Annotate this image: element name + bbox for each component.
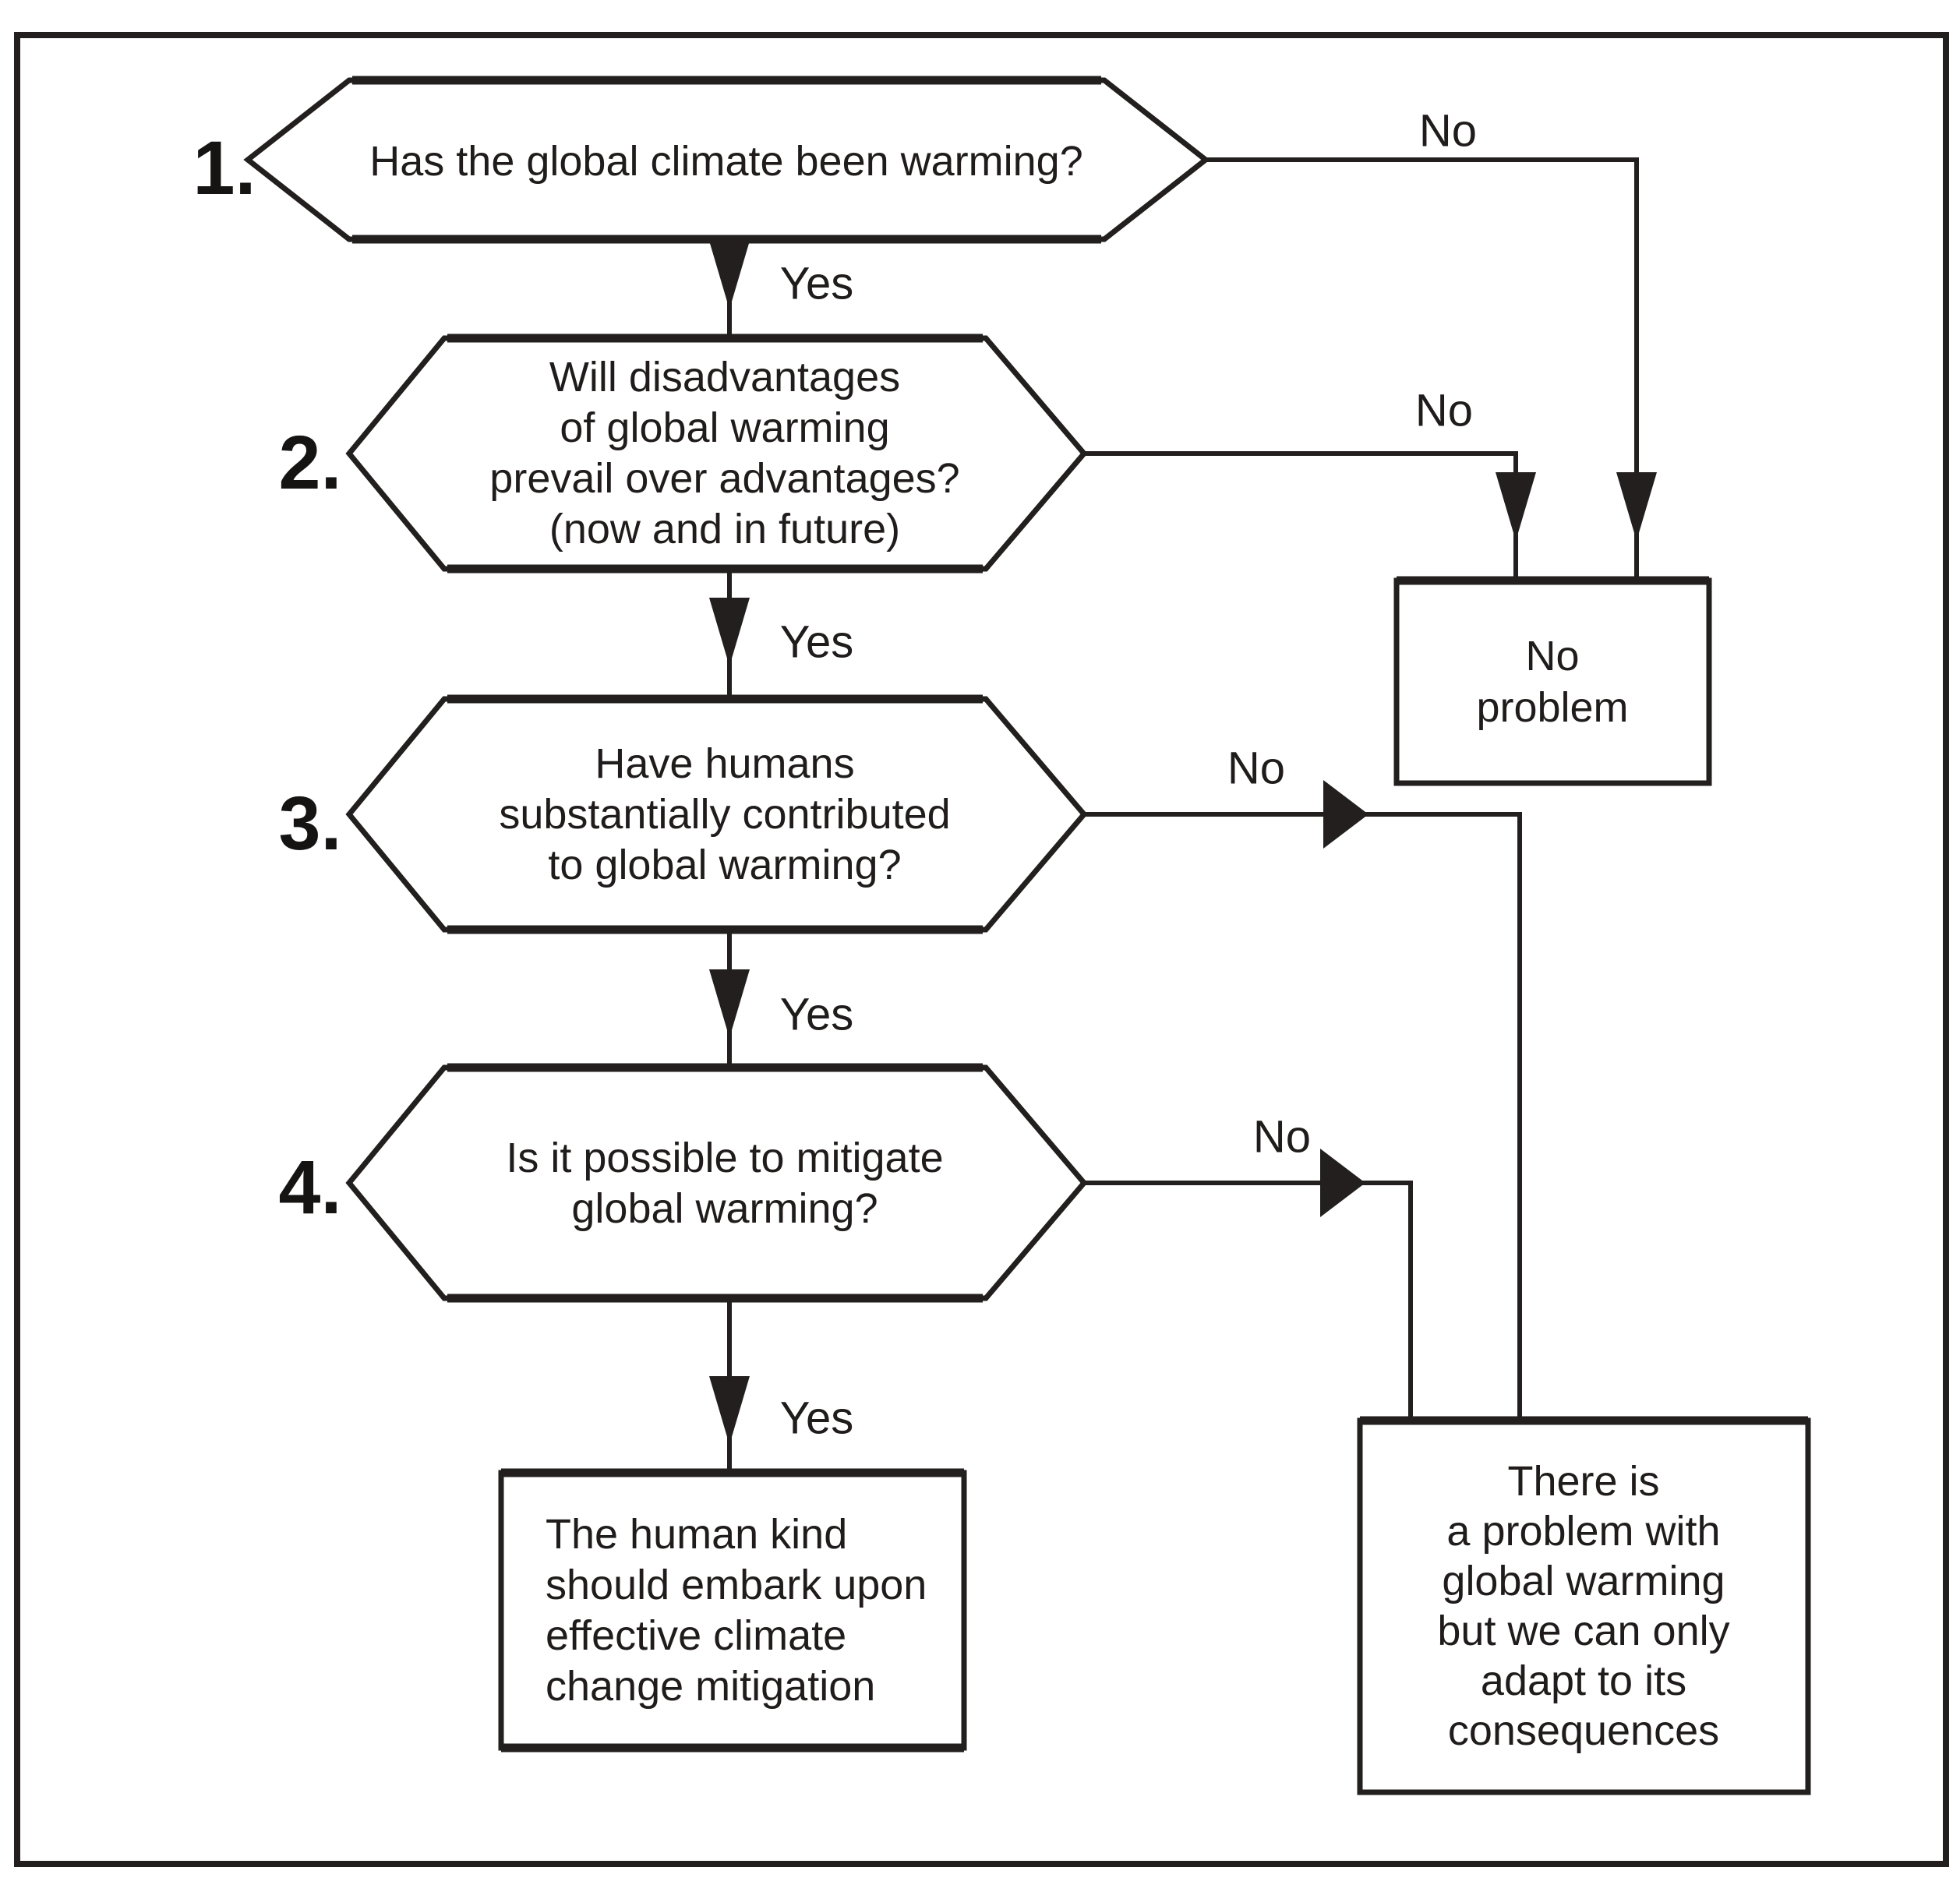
step-number-1: 1. [192, 125, 256, 210]
connector-no-4 [1084, 1181, 1413, 1421]
yes-label-1: Yes [779, 258, 854, 309]
no-label-3: No [1227, 743, 1286, 794]
hexagon-1-shape [243, 77, 1210, 242]
yes-label-4: Yes [779, 1393, 854, 1444]
hexagon-2-shape [345, 335, 1088, 572]
no-problem-box [1393, 577, 1712, 786]
question-2-line-2: of global warming [560, 404, 890, 451]
mitigate-line-3: effective climate [546, 1612, 847, 1659]
hexagon-4-shape [345, 1064, 1088, 1301]
connector-no-2 [1084, 451, 1518, 581]
question-4-line-2: global warming? [571, 1185, 878, 1232]
yes-label-3: Yes [779, 989, 854, 1040]
adapt-line-5: adapt to its [1480, 1657, 1687, 1704]
question-3-line-2: substantially contributed [499, 791, 951, 838]
adapt-line-6: consequences [1447, 1707, 1720, 1754]
adapt-line-2: a problem with [1446, 1508, 1721, 1555]
mitigate-line-1: The human kind [546, 1511, 848, 1558]
arrow-down-no-1-icon [1616, 472, 1657, 541]
adapt-box [1357, 1417, 1811, 1795]
question-3-line-1: Have humans [595, 740, 855, 787]
hexagon-3-shape [345, 696, 1088, 933]
arrow-down-yes-2-icon [709, 598, 750, 666]
no-label-2: No [1414, 385, 1474, 436]
question-2-line-4: (now and in future) [549, 506, 901, 552]
question-2-line-3: prevail over advantages? [489, 455, 960, 502]
mitigate-line-2: should embark upon [546, 1562, 927, 1608]
connector-no-3 [1084, 812, 1522, 1421]
connector-no-1 [1206, 157, 1639, 581]
step-number-3: 3. [278, 781, 342, 866]
arrow-down-no-2-icon [1496, 472, 1536, 541]
question-2-line-1: Will disadvantages [549, 354, 901, 401]
no-label-1: No [1418, 105, 1478, 157]
question-4-line-1: Is it possible to mitigate [506, 1135, 944, 1181]
adapt-line-3: global warming [1442, 1558, 1725, 1604]
outer-border [14, 32, 1949, 1867]
step-number-4: 4. [278, 1145, 342, 1230]
arrow-down-yes-3-icon [709, 969, 750, 1038]
yes-label-2: Yes [779, 616, 854, 668]
no-problem-line-1: No [1525, 633, 1580, 679]
arrow-down-yes-1-icon [709, 241, 750, 309]
question-1-text: Has the global climate been warming? [369, 138, 1083, 185]
no-problem-line-2: problem [1476, 684, 1629, 731]
arrow-right-no-4-icon [1320, 1149, 1365, 1217]
adapt-line-1: There is [1507, 1458, 1660, 1505]
arrow-right-no-3-icon [1323, 780, 1368, 849]
no-label-4: No [1252, 1111, 1312, 1163]
step-number-2: 2. [278, 420, 342, 505]
question-3-line-3: to global warming? [548, 842, 902, 888]
mitigate-line-4: change mitigation [546, 1663, 876, 1710]
adapt-line-4: but we can only [1437, 1608, 1730, 1654]
arrow-down-yes-4-icon [709, 1376, 750, 1445]
